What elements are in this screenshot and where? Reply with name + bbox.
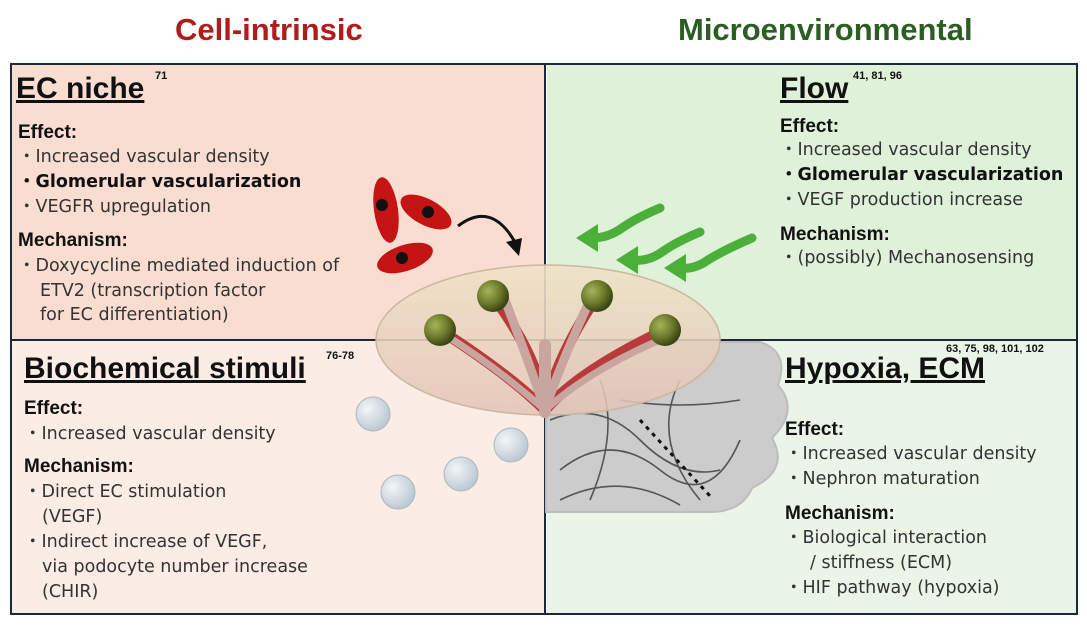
ec-niche-effect-2: ・Glomerular vascularization xyxy=(18,172,302,192)
ec-niche-refs: 71 xyxy=(155,70,168,82)
hypoxia-mechanism-3: ・HIF pathway (hypoxia) xyxy=(785,578,1000,598)
flow-refs: 41, 81, 96 xyxy=(853,70,902,82)
biochemical-mechanism-3: ・Indirect increase of VEGF, xyxy=(24,532,268,552)
hypoxia-mechanism-2: / stiffness (ECM) xyxy=(810,553,953,573)
flow-mechanism-1: ・(possibly) Mechanosensing xyxy=(780,248,1035,268)
hypoxia-mechanism-label: Mechanism: xyxy=(785,503,895,524)
ec-niche-effect-1: ・Increased vascular density xyxy=(18,147,270,167)
curved-arrow-icon xyxy=(457,214,522,256)
hypoxia-effect-2: ・Nephron maturation xyxy=(785,469,980,489)
biochemical-mechanism-5: (CHIR) xyxy=(42,582,99,602)
biochemical-title: Biochemical stimuli xyxy=(24,352,306,385)
flow-effect-1: ・Increased vascular density xyxy=(780,140,1032,160)
ec-niche-mechanism-1: ・Doxycycline mediated induction of xyxy=(18,256,340,276)
hypoxia-effect-1: ・Increased vascular density xyxy=(785,444,1037,464)
flow-effect-3: ・VEGF production increase xyxy=(780,190,1024,210)
diagram-frame xyxy=(10,63,1078,615)
biochemical-mechanism-label: Mechanism: xyxy=(24,456,134,477)
kidney-organoid-icon xyxy=(375,264,721,418)
endothelial-cell-icon xyxy=(373,177,452,274)
hypoxia-mechanism-1: ・Biological interaction xyxy=(785,528,988,548)
flow-title: Flow xyxy=(780,72,849,105)
flow-effect-label: Effect: xyxy=(780,116,840,137)
biochemical-effect-1: ・Increased vascular density xyxy=(24,424,276,444)
ec-niche-mechanism-3: for EC differentiation) xyxy=(40,305,229,325)
flow-mechanism-label: Mechanism: xyxy=(780,224,890,245)
biochemical-refs: 76-78 xyxy=(326,350,355,362)
molecule-sphere-icon xyxy=(355,396,529,510)
hypoxia-effect-label: Effect: xyxy=(785,419,845,440)
flow-arrow-icon xyxy=(587,203,757,273)
ec-niche-title: EC niche xyxy=(16,72,145,105)
ec-niche-effect-label: Effect: xyxy=(18,122,78,143)
biochemical-effect-label: Effect: xyxy=(24,398,84,419)
hypoxia-ecm-title: Hypoxia, ECM xyxy=(785,352,986,385)
ec-niche-mechanism-2: ETV2 (transcription factor xyxy=(40,281,266,301)
hypoxia-ecm-refs: 63, 75, 98, 101, 102 xyxy=(946,343,1044,355)
microenvironmental-header: Microenvironmental xyxy=(678,12,973,47)
ec-niche-mechanism-label: Mechanism: xyxy=(18,230,128,251)
biochemical-mechanism-2: (VEGF) xyxy=(42,507,103,527)
cell-intrinsic-header: Cell-intrinsic xyxy=(175,12,363,47)
flow-effect-2: ・Glomerular vascularization xyxy=(780,165,1064,185)
biochemical-mechanism-4: via podocyte number increase xyxy=(42,557,308,577)
biochemical-mechanism-1: ・Direct EC stimulation xyxy=(24,482,227,502)
ec-niche-effect-3: ・VEGFR upregulation xyxy=(18,197,211,217)
